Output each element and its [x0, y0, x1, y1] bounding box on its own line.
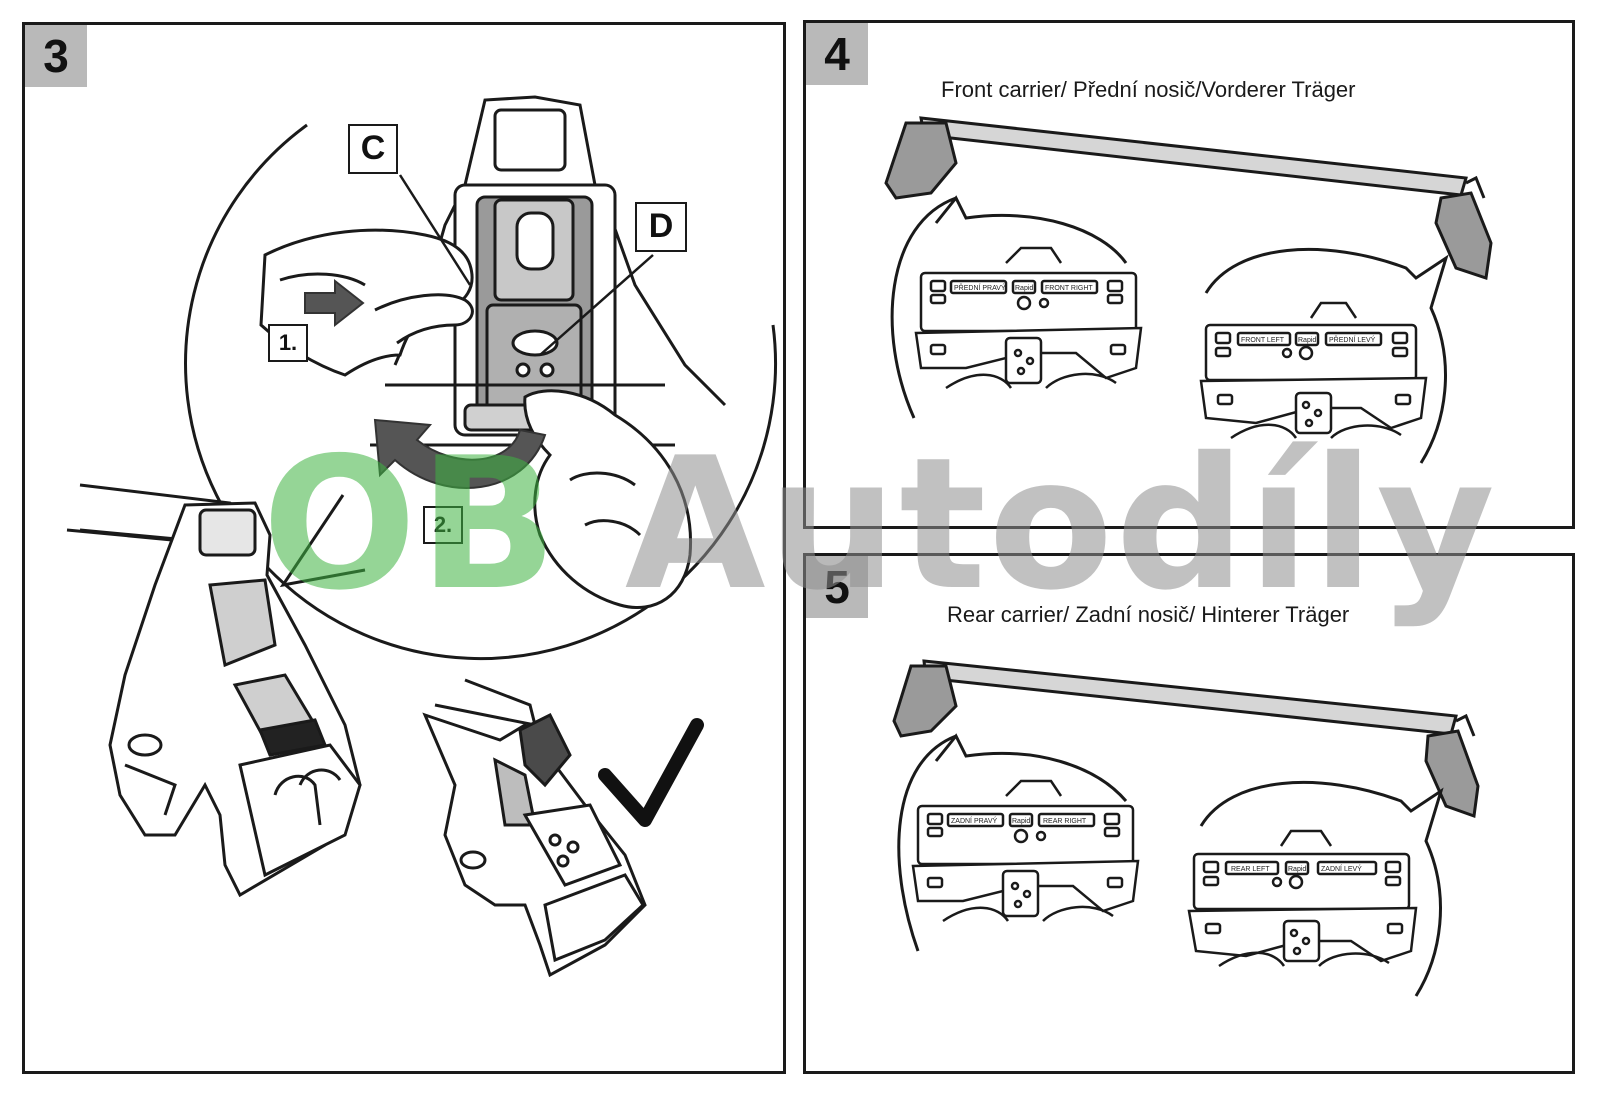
- strip-label-a-right: REAR RIGHT: [1043, 818, 1087, 825]
- strip-label-b-mid: Rapid: [1298, 337, 1316, 344]
- zoom-bubble-right: [1199, 781, 1444, 997]
- step-4-panel: 4 Front carrier/ Přední nosič/Vorderer T…: [803, 20, 1575, 529]
- mount-plate-right: [1199, 301, 1428, 440]
- left-hand: [259, 228, 474, 377]
- mount-plate-left: [911, 779, 1140, 923]
- strip-label-b-mid: Rapid: [1288, 866, 1306, 873]
- step-4-caption: Front carrier/ Přední nosič/Vorderer Trä…: [941, 77, 1356, 102]
- strip-label-b-right: ZADNÍ LEVÝ: [1321, 864, 1362, 873]
- strip-label-a-left: PŘEDNÍ PRAVÝ: [954, 283, 1006, 292]
- step-5-panel: 5 Rear carrier/ Zadní nosič/ Hinterer Tr…: [803, 553, 1575, 1074]
- leader-line-c: [398, 174, 472, 286]
- rear-roof-bar: [892, 659, 1480, 819]
- step-4-number: 4: [806, 23, 868, 85]
- strip-label-b-right: PŘEDNÍ LEVÝ: [1329, 335, 1376, 344]
- carrier-foot-closeup: [66, 483, 362, 898]
- mount-plate-right: [1187, 829, 1418, 968]
- strip-label-b-left: REAR LEFT: [1231, 866, 1270, 873]
- right-hand: [523, 389, 693, 610]
- step-5-illustration: ZADNÍ PRAVÝ Rapid REAR RIGHT REAR LEFT R…: [892, 659, 1480, 997]
- step-5-number: 5: [806, 556, 868, 618]
- step-5-caption: Rear carrier/ Zadní nosič/ Hinterer Träg…: [947, 602, 1350, 627]
- step-3-panel: 3: [22, 22, 786, 1074]
- step-3-number: 3: [25, 25, 87, 87]
- strip-label-a-right: FRONT RIGHT: [1045, 285, 1093, 292]
- label-c: C: [348, 124, 398, 174]
- zoom-bubble-left: [897, 733, 1128, 952]
- mount-plate-left: [914, 246, 1143, 390]
- zoom-callout-pointer: [279, 494, 366, 588]
- zoom-circle: [184, 123, 778, 661]
- strip-label-a-mid: Rapid: [1012, 818, 1030, 825]
- label-step-1: 1.: [268, 324, 308, 362]
- front-roof-bar: [884, 116, 1493, 280]
- zoom-bubble-left: [890, 195, 1128, 419]
- carrier-foot-small: [422, 678, 647, 978]
- curved-arrow-icon: [373, 418, 547, 489]
- strip-label-a-mid: Rapid: [1015, 285, 1033, 292]
- checkmark-icon: [598, 718, 704, 827]
- label-d: D: [635, 202, 687, 252]
- strip-label-a-left: ZADNÍ PRAVÝ: [951, 816, 997, 825]
- step-3-illustration: [66, 95, 778, 978]
- strip-label-b-left: FRONT LEFT: [1241, 337, 1285, 344]
- arrow-left-icon: [304, 278, 365, 328]
- label-step-2: 2.: [423, 506, 463, 544]
- step-4-illustration: PŘEDNÍ PRAVÝ Rapid FRONT RIGHT FRONT LEF…: [884, 116, 1493, 464]
- leader-line-d: [539, 254, 654, 356]
- zoom-bubble-right: [1204, 248, 1449, 464]
